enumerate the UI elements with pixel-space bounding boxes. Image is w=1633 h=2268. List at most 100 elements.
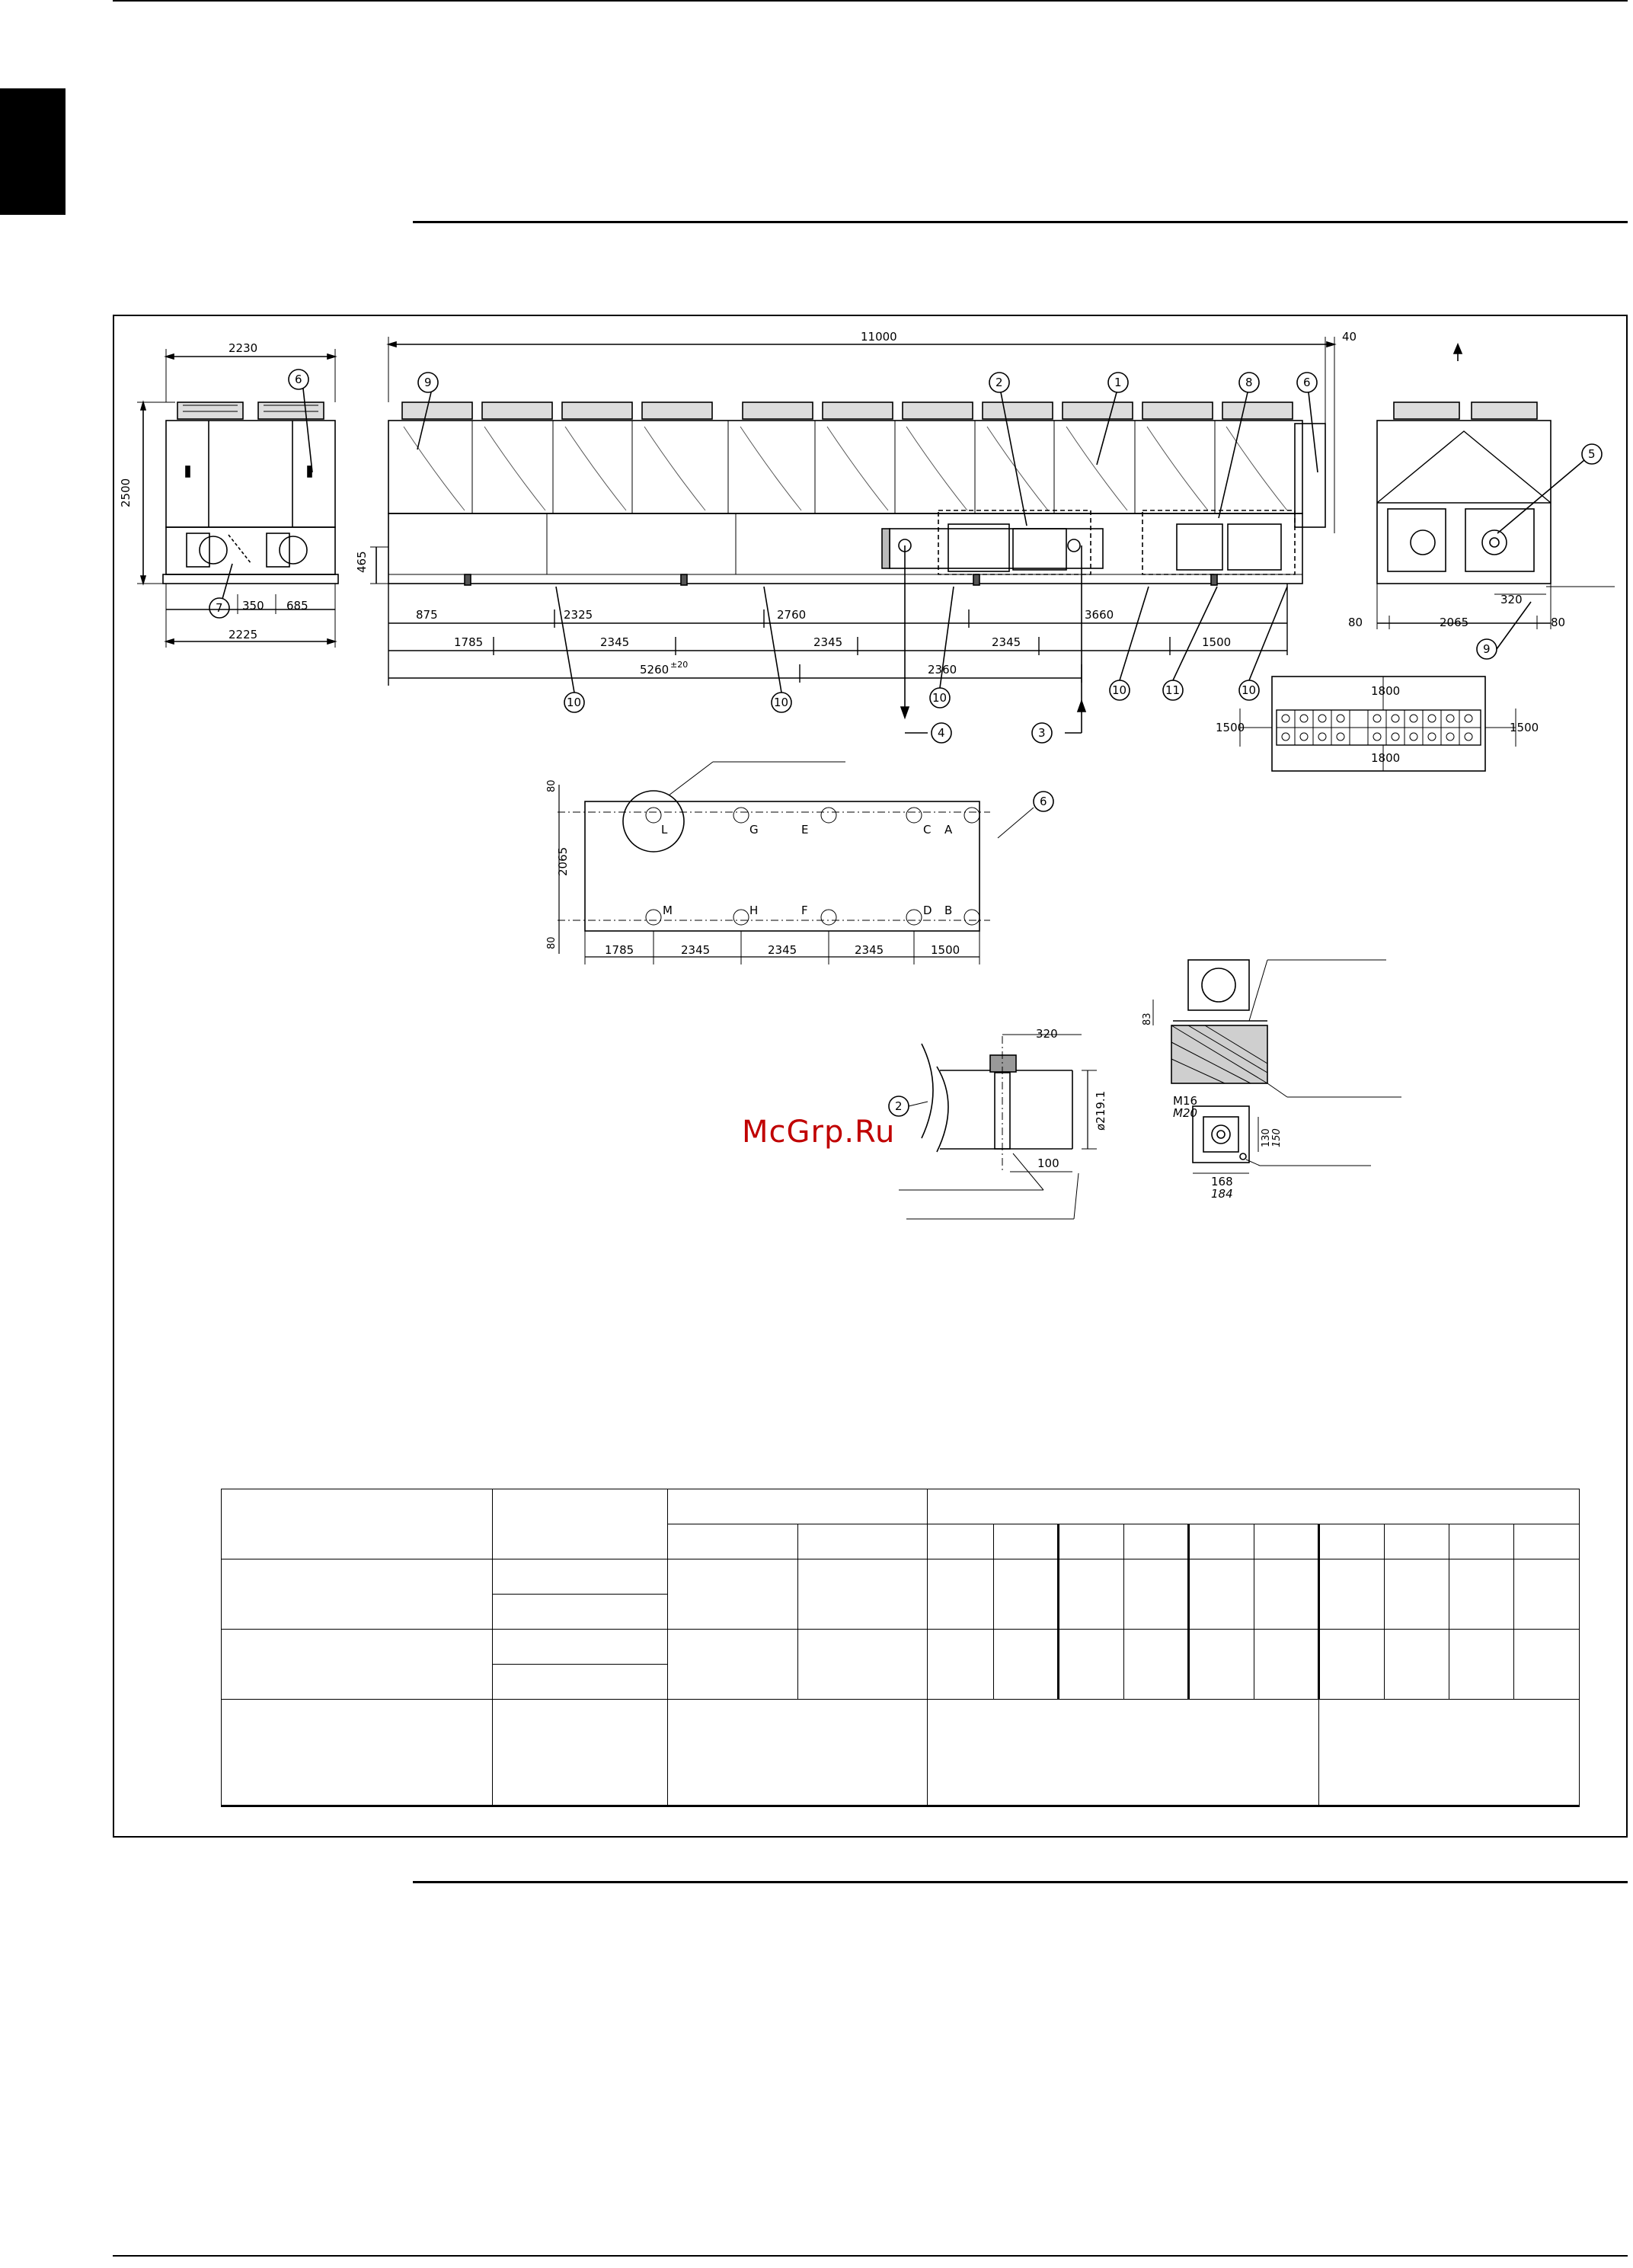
- table-subheader-cell: [1513, 1524, 1580, 1559]
- table-footer-cell: [666, 1699, 928, 1807]
- side-balloon-10-e: 10: [1242, 683, 1256, 697]
- table-cell: [492, 1594, 668, 1630]
- table-subheader-cell: [797, 1524, 928, 1559]
- mount-bolt-m16: M16: [1173, 1094, 1197, 1108]
- side-balloon-6: 6: [1303, 376, 1311, 389]
- side-view: [370, 337, 1337, 744]
- table-cell: [1057, 1629, 1124, 1700]
- table-subheader-cell: [1123, 1524, 1190, 1559]
- table-cell: [492, 1664, 668, 1700]
- mount-dim-83: 83: [1142, 1012, 1153, 1025]
- clearance-top: 1800: [1371, 684, 1400, 698]
- front-balloon-7: 7: [216, 601, 223, 615]
- table-cell: [492, 1629, 668, 1665]
- pipe-dim-diameter: ø219.1: [1094, 1091, 1107, 1131]
- table-subheader-cell: [992, 1524, 1059, 1559]
- front-view: [137, 349, 339, 648]
- table-row-label: [220, 1559, 494, 1630]
- top-rule: [113, 0, 1628, 2]
- side-dim-1500: 1500: [1202, 635, 1231, 649]
- mount-dim-150: 150: [1271, 1128, 1283, 1147]
- table-cell: [1318, 1629, 1385, 1700]
- watermark-text: McGrp.Ru: [742, 1115, 896, 1150]
- foundation-dim-top: 80: [546, 779, 558, 792]
- mount-detail: [1152, 959, 1401, 1174]
- table-cell: [1123, 1629, 1190, 1700]
- foundation-dim-2345-c: 2345: [855, 943, 884, 957]
- table-cell: [1253, 1629, 1320, 1700]
- end-balloon-5: 5: [1588, 447, 1596, 461]
- side-overhang-dim: 40: [1342, 330, 1357, 344]
- foundation-point-D: D: [923, 904, 932, 917]
- table-cell: [1383, 1629, 1449, 1700]
- table-subheader-cell: [1318, 1524, 1385, 1559]
- side-balloon-11: 11: [1165, 683, 1180, 697]
- side-dim-875: 875: [416, 608, 438, 622]
- table-cell: [927, 1629, 994, 1700]
- end-balloon-9: 9: [1483, 642, 1491, 656]
- table-header-cell: [666, 1489, 928, 1524]
- table-footer-cell: [492, 1699, 668, 1807]
- table-cell: [1187, 1559, 1254, 1630]
- side-dim-2325: 2325: [564, 608, 593, 622]
- side-balloon-10-a: 10: [567, 696, 581, 709]
- clearance-plan: [1239, 676, 1516, 772]
- table-subheader-cell: [1383, 1524, 1449, 1559]
- table-cell: [992, 1629, 1059, 1700]
- drawing-frame: [113, 315, 1628, 1838]
- side-dim-2345-a: 2345: [600, 635, 629, 649]
- side-base-height-dim: 465: [355, 551, 369, 573]
- front-balloon-6: 6: [295, 373, 302, 386]
- front-width-bottom-dim: 2225: [228, 628, 257, 641]
- foundation-dim-2345-b: 2345: [768, 943, 797, 957]
- table-cell: [666, 1559, 798, 1630]
- side-dim-2345-b: 2345: [813, 635, 842, 649]
- table-row-label: [220, 1629, 494, 1700]
- side-dim-2760: 2760: [777, 608, 806, 622]
- section-tab-marker: [0, 88, 66, 215]
- front-width-top-dim: 2230: [228, 341, 257, 355]
- table-cell: [1057, 1559, 1124, 1630]
- front-side-dim: 685: [286, 599, 308, 613]
- table-subheader-cell: [666, 1524, 798, 1559]
- side-dim-2345-c: 2345: [992, 635, 1021, 649]
- side-balloon-9: 9: [424, 376, 432, 389]
- end-view: [1376, 342, 1615, 660]
- end-dim-320: 320: [1500, 593, 1523, 606]
- table-subheader-cell: [1187, 1524, 1254, 1559]
- end-dim-center: 2065: [1440, 616, 1468, 629]
- side-total-length-dim: 11000: [861, 330, 897, 344]
- clearance-left: 1500: [1216, 721, 1245, 734]
- foundation-point-C: C: [923, 823, 931, 837]
- table-cell: [1448, 1629, 1515, 1700]
- side-dim-2360: 2360: [928, 663, 957, 677]
- clearance-right: 1500: [1510, 721, 1539, 734]
- end-dim-right: 80: [1551, 616, 1565, 629]
- foundation-dim-2345-a: 2345: [681, 943, 710, 957]
- side-balloon-8: 8: [1245, 376, 1253, 389]
- table-header-cell: [492, 1489, 668, 1559]
- foundation-point-L: L: [661, 823, 668, 837]
- table-cell: [666, 1629, 798, 1700]
- clearance-bottom: 1800: [1371, 751, 1400, 765]
- table-cell: [1448, 1559, 1515, 1630]
- front-height-dim: 2500: [119, 478, 133, 507]
- side-flow-out-4: 4: [938, 726, 945, 740]
- pipe-dim-320: 320: [1036, 1027, 1058, 1041]
- mount-bolt-m20: M20: [1173, 1106, 1197, 1120]
- side-balloon-10-c: 10: [932, 691, 947, 705]
- foundation-dim-1785: 1785: [605, 943, 634, 957]
- foundation-balloon-6: 6: [1040, 795, 1047, 808]
- side-dim-1785: 1785: [454, 635, 483, 649]
- table-header-cell: [220, 1489, 494, 1559]
- table-subheader-cell: [927, 1524, 994, 1559]
- table-subheader-cell: [1057, 1524, 1124, 1559]
- pipe-balloon-2: 2: [895, 1099, 903, 1113]
- side-balloon-2: 2: [995, 376, 1003, 389]
- foundation-plan: [558, 761, 1054, 964]
- mount-dim-184: 184: [1211, 1187, 1233, 1201]
- table-subheader-cell: [1448, 1524, 1515, 1559]
- foundation-dim-1500: 1500: [931, 943, 960, 957]
- side-balloon-10-b: 10: [774, 696, 788, 709]
- table-footer-cell: [220, 1699, 494, 1807]
